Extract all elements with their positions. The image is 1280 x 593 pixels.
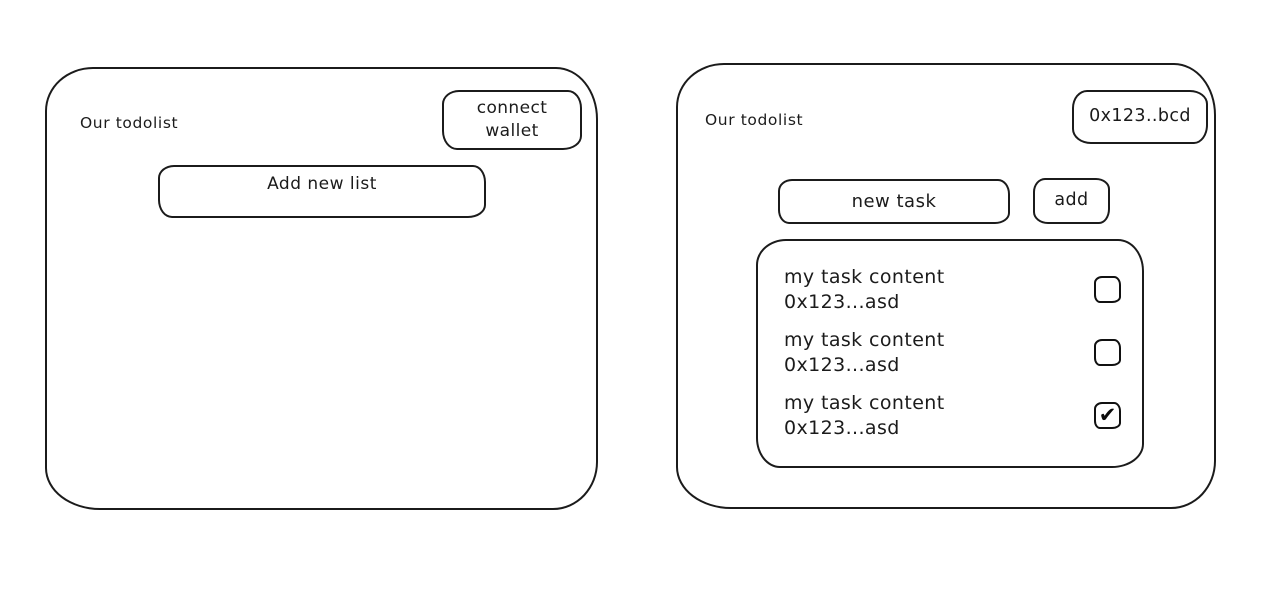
task-row: my task content 0x123...asd ✔ [784,384,1122,447]
app-title: Our todolist [80,114,179,132]
add-new-list-label: Add new list [267,174,377,194]
new-task-placeholder: new task [851,191,937,212]
task-checkbox[interactable] [1094,339,1121,366]
task-row: my task content 0x123...asd [784,258,1122,321]
task-row: my task content 0x123...asd [784,321,1122,384]
task-text: my task content 0x123...asd [784,391,945,441]
add-new-list-button[interactable]: Add new list [158,165,486,218]
task-content: my task content [784,328,945,351]
todolist-panel-connected: Our todolist 0x123..bcd new task add my … [676,63,1216,509]
task-content: my task content [784,391,945,414]
add-task-label: add [1054,190,1089,211]
task-checkbox[interactable] [1094,276,1121,303]
task-address: 0x123...asd [784,290,900,313]
task-checkbox[interactable]: ✔ [1094,402,1121,429]
wallet-address-button[interactable]: 0x123..bcd [1072,90,1208,144]
connect-wallet-button[interactable]: connect wallet [442,90,582,150]
check-icon: ✔ [1098,403,1117,427]
task-address: 0x123...asd [784,416,900,439]
todolist-panel-disconnected: Our todolist connect wallet Add new list [45,67,598,510]
connect-wallet-label-line1: connect [476,98,548,119]
task-address: 0x123...asd [784,353,900,376]
task-content: my task content [784,265,945,288]
task-list: my task content 0x123...asd my task cont… [756,239,1144,468]
add-task-button[interactable]: add [1033,178,1110,224]
app-title: Our todolist [705,111,804,129]
wallet-address-label: 0x123..bcd [1089,106,1191,127]
task-text: my task content 0x123...asd [784,328,945,378]
new-task-input[interactable]: new task [778,179,1010,224]
task-text: my task content 0x123...asd [784,265,945,315]
connect-wallet-label-line2: wallet [485,121,539,141]
